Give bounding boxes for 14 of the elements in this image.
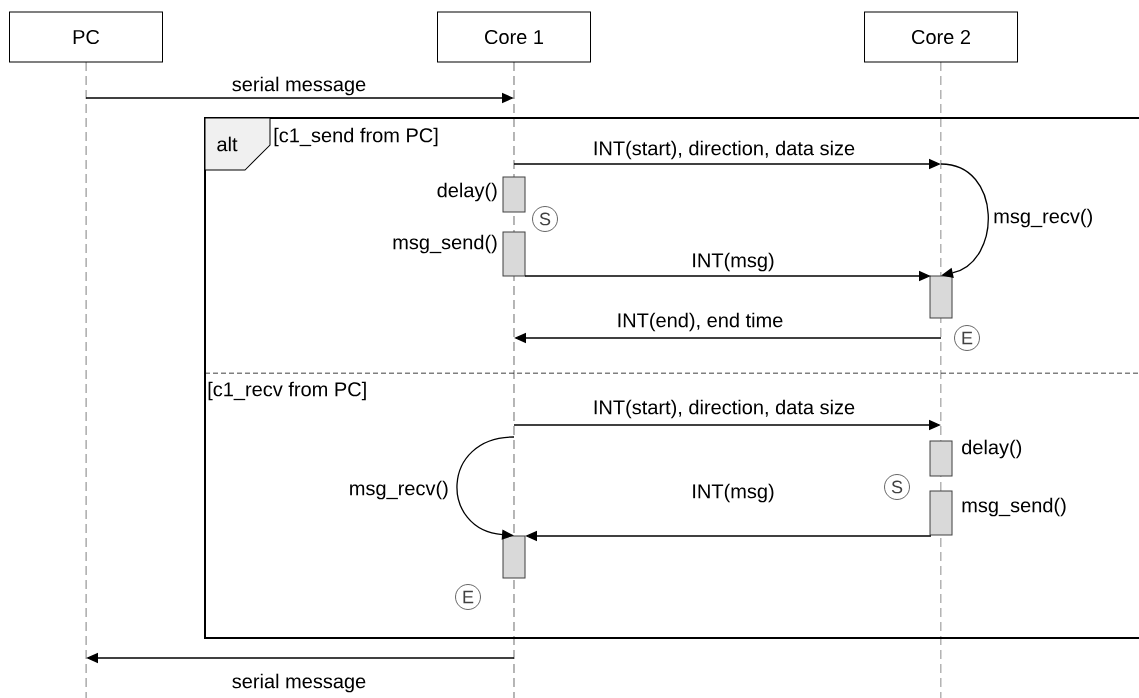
message-label: INT(msg) bbox=[693, 252, 774, 272]
fragment-tab: alt bbox=[204, 117, 271, 171]
participant-lifeline: PC bbox=[9, 11, 163, 698]
message-label: serial message bbox=[232, 76, 366, 96]
message-arrow bbox=[456, 436, 515, 540]
guard-condition: [c1_send from PC] bbox=[274, 127, 438, 147]
guard-condition: [c1_recv from PC] bbox=[208, 381, 366, 401]
message-arrow bbox=[940, 163, 989, 278]
message-label: INT(msg) bbox=[693, 483, 774, 503]
call-label: delay() bbox=[437, 182, 497, 202]
message-label: INT(start), direction, data size bbox=[594, 399, 855, 419]
message-label: INT(start), direction, data size bbox=[594, 140, 855, 160]
message-label: serial message bbox=[232, 673, 366, 693]
message-label: INT(end), end time bbox=[618, 312, 783, 332]
